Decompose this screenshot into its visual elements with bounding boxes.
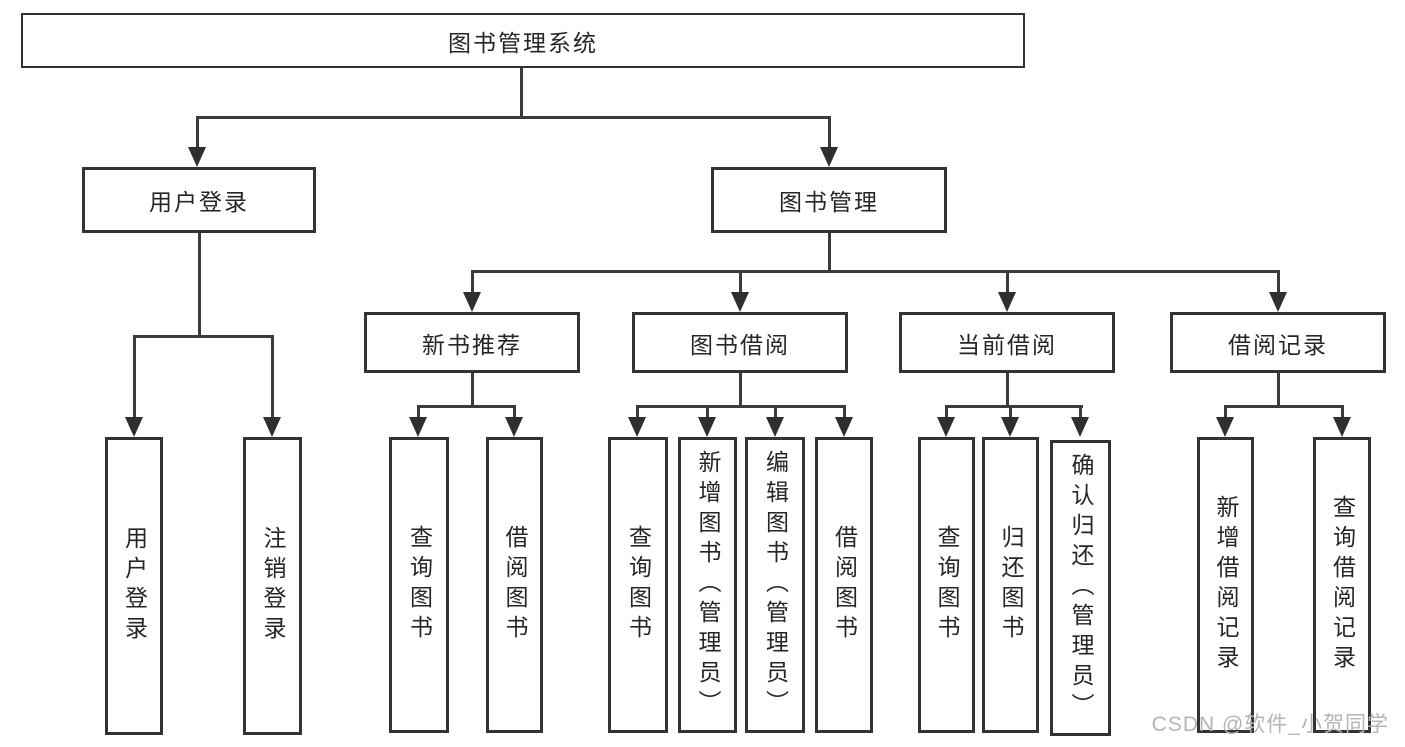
node-new-book-recommend: 新书推荐: [364, 312, 580, 373]
node-user-login: 用户登录: [82, 167, 316, 233]
leaf-borrow-books-recommend: 借阅图书: [486, 437, 543, 733]
arrow-down-icon: [263, 417, 281, 437]
leaf-edit-book-admin: 编辑图书（管理员）: [745, 437, 805, 733]
leaf-query-books-recommend: 查询图书: [389, 437, 449, 733]
arrow-down-icon: [1001, 417, 1019, 437]
connector-line: [636, 405, 639, 420]
connector-line: [198, 233, 201, 337]
connector-line: [843, 405, 846, 420]
arrow-down-icon: [1216, 417, 1234, 437]
node-label: 查询借阅记录: [1329, 495, 1356, 675]
connector-line: [417, 405, 420, 420]
leaf-user-login: 用户登录: [105, 437, 163, 735]
connector-line: [828, 116, 831, 150]
node-label: 图书管理系统: [448, 29, 598, 56]
node-label: 借阅记录: [1228, 331, 1328, 358]
arrow-down-icon: [835, 417, 853, 437]
leaf-query-books-borrowing: 查询图书: [608, 437, 668, 733]
connector-line: [828, 233, 831, 273]
connector-line: [471, 270, 474, 295]
connector-line: [133, 335, 274, 338]
leaf-add-borrow-record: 新增借阅记录: [1197, 437, 1254, 733]
arrow-down-icon: [731, 292, 749, 312]
connector-line: [774, 405, 777, 420]
node-label: 新增图书（管理员）: [695, 450, 721, 720]
node-book-management: 图书管理: [711, 167, 947, 233]
leaf-query-books-current: 查询图书: [918, 437, 975, 733]
connector-line: [1079, 405, 1082, 420]
node-book-borrowing: 图书借阅: [632, 312, 848, 373]
node-label: 借阅图书: [831, 525, 858, 645]
node-library-system: 图书管理系统: [21, 13, 1025, 68]
connector-line: [739, 270, 742, 295]
arrow-down-icon: [698, 417, 716, 437]
arrow-down-icon: [628, 417, 646, 437]
arrow-down-icon: [998, 292, 1016, 312]
node-label: 图书借阅: [690, 331, 790, 358]
node-current-borrowing: 当前借阅: [899, 312, 1115, 373]
connector-line: [1341, 405, 1344, 420]
connector-line: [706, 405, 709, 420]
connector-line: [1009, 405, 1012, 420]
connector-line: [1277, 373, 1280, 407]
connector-line: [417, 405, 516, 408]
node-label: 查询图书: [625, 525, 652, 645]
leaf-add-book-admin: 新增图书（管理员）: [678, 437, 737, 733]
leaf-borrow-books-borrowing: 借阅图书: [815, 437, 873, 733]
node-label: 编辑图书（管理员）: [762, 450, 789, 720]
node-label: 用户登录: [149, 189, 249, 215]
connector-line: [513, 405, 516, 420]
watermark-text: CSDN @软件_小贺同学: [1151, 713, 1389, 736]
connector-line: [945, 405, 1083, 408]
arrow-down-icon: [937, 417, 955, 437]
connector-line: [271, 335, 274, 420]
arrow-down-icon: [1333, 417, 1351, 437]
connector-line: [945, 405, 948, 420]
connector-line: [133, 335, 136, 420]
arrow-down-icon: [766, 417, 784, 437]
node-label: 图书管理: [779, 189, 879, 215]
node-label: 查询图书: [406, 525, 433, 645]
arrow-down-icon: [820, 147, 838, 167]
connector-line: [1277, 270, 1280, 295]
node-borrowing-records: 借阅记录: [1170, 312, 1386, 373]
arrow-down-icon: [1269, 292, 1287, 312]
leaf-logout: 注销登录: [243, 437, 302, 735]
connector-line: [1224, 405, 1227, 420]
node-label: 新书推荐: [422, 331, 522, 358]
connector-line: [1006, 270, 1009, 295]
connector-line: [196, 116, 199, 150]
node-label: 归还图书: [998, 525, 1024, 645]
connector-line: [739, 373, 742, 407]
connector-line: [636, 405, 846, 408]
arrow-down-icon: [125, 417, 143, 437]
arrow-down-icon: [505, 417, 523, 437]
arrow-down-icon: [463, 292, 481, 312]
connector-line: [520, 68, 523, 118]
arrow-down-icon: [1071, 417, 1089, 437]
leaf-query-borrow-record: 查询借阅记录: [1313, 437, 1371, 733]
node-label: 新增借阅记录: [1213, 495, 1239, 675]
node-label: 注销登录: [260, 526, 286, 646]
arrow-down-icon: [409, 417, 427, 437]
connector-line: [1006, 373, 1009, 407]
node-label: 借阅图书: [502, 525, 528, 645]
connector-line: [471, 373, 474, 407]
node-label: 用户登录: [121, 526, 148, 646]
node-label: 查询图书: [934, 525, 960, 645]
node-label: 确认归还（管理员）: [1068, 453, 1094, 723]
leaf-confirm-return-admin: 确认归还（管理员）: [1050, 440, 1111, 736]
leaf-return-books: 归还图书: [982, 437, 1039, 733]
connector-line: [196, 116, 831, 119]
node-label: 当前借阅: [957, 331, 1057, 358]
arrow-down-icon: [188, 147, 206, 167]
connector-line: [471, 270, 1280, 273]
connector-line: [1224, 405, 1344, 408]
